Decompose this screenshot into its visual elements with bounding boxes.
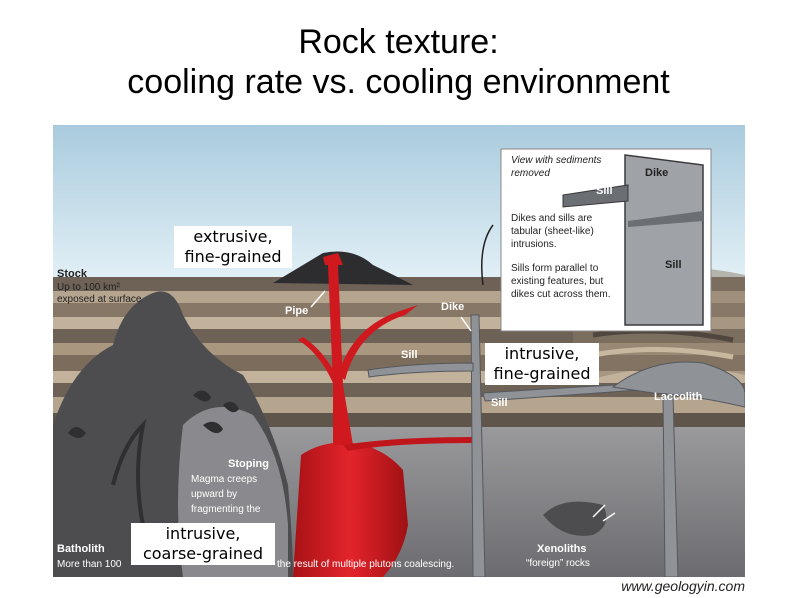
stoping-desc-1: Magma creeps bbox=[191, 474, 258, 485]
stock-label: Stock bbox=[57, 268, 87, 280]
callout-intrusive-coarse: intrusive, coarse-grained bbox=[131, 523, 275, 565]
inset-text1-line-3: intrusions. bbox=[511, 239, 557, 250]
callout-intrusive-coarse-line-2: coarse-grained bbox=[142, 544, 264, 563]
callout-extrusive-line-2: fine-grained bbox=[184, 247, 282, 266]
geology-diagram: Stock Up to 100 km² exposed at surface P… bbox=[53, 125, 746, 578]
stock-desc-2: exposed at surface bbox=[57, 294, 142, 305]
inset-view-line-1: View with sediments bbox=[511, 155, 602, 166]
source-credit: www.geologyin.com bbox=[621, 578, 745, 594]
xenoliths-label: Xenoliths bbox=[537, 543, 587, 555]
inset-sill-bottom-label: Sill bbox=[665, 259, 682, 271]
callout-intrusive-fine: intrusive, fine-grained bbox=[485, 343, 599, 385]
inset-text2-line-1: Sills form parallel to bbox=[511, 263, 599, 274]
page-title: Rock texture: cooling rate vs. cooling e… bbox=[0, 22, 797, 102]
inset-text2-line-2: existing features, but bbox=[511, 276, 604, 287]
laccolith-label: Laccolith bbox=[654, 391, 703, 403]
dike-label: Dike bbox=[441, 301, 465, 313]
batholith-label: Batholith bbox=[57, 543, 105, 555]
inset-text1-line-1: Dikes and sills are bbox=[511, 213, 593, 224]
callout-intrusive-coarse-line-1: intrusive, bbox=[165, 524, 241, 543]
callout-intrusive-fine-line-1: intrusive, bbox=[504, 344, 580, 363]
pipe-label: Pipe bbox=[285, 305, 309, 317]
dike-pointer-arrow bbox=[481, 224, 494, 286]
gray-intrusions bbox=[367, 314, 746, 578]
inset-sill-top-label: Sill bbox=[596, 185, 613, 197]
inset-text1-line-2: tabular (sheet-like) bbox=[511, 226, 594, 237]
xenoliths-desc: “foreign” rocks bbox=[526, 558, 590, 569]
stoping-desc-3: fragmenting the bbox=[191, 504, 261, 515]
stock-desc-1: Up to 100 km² bbox=[57, 282, 120, 293]
volcano-cone bbox=[273, 251, 413, 285]
cross-section-illustration bbox=[53, 125, 746, 578]
title-line-1: Rock texture: bbox=[298, 23, 499, 61]
batholith-desc-end: the result of multiple plutons coalescin… bbox=[277, 559, 455, 570]
stoping-label: Stoping bbox=[228, 458, 269, 470]
inset-text2-line-3: dikes cut across them. bbox=[511, 289, 611, 300]
callout-extrusive: extrusive, fine-grained bbox=[174, 226, 292, 268]
magma-system bbox=[293, 253, 473, 577]
stoping-desc-2: upward by bbox=[191, 489, 238, 500]
callout-extrusive-line-1: extrusive, bbox=[193, 227, 273, 246]
title-line-2: cooling rate vs. cooling environment bbox=[127, 63, 670, 101]
inset-panel bbox=[500, 148, 712, 332]
annotation-arrows bbox=[310, 290, 616, 522]
batholith-desc-start: More than 100 bbox=[57, 559, 122, 570]
inset-dike-label: Dike bbox=[645, 167, 669, 179]
callout-intrusive-fine-line-2: fine-grained bbox=[493, 364, 591, 383]
inset-view-line-2: removed bbox=[511, 168, 550, 179]
sill-label-center: Sill bbox=[491, 397, 508, 409]
sill-label-left: Sill bbox=[401, 349, 418, 361]
